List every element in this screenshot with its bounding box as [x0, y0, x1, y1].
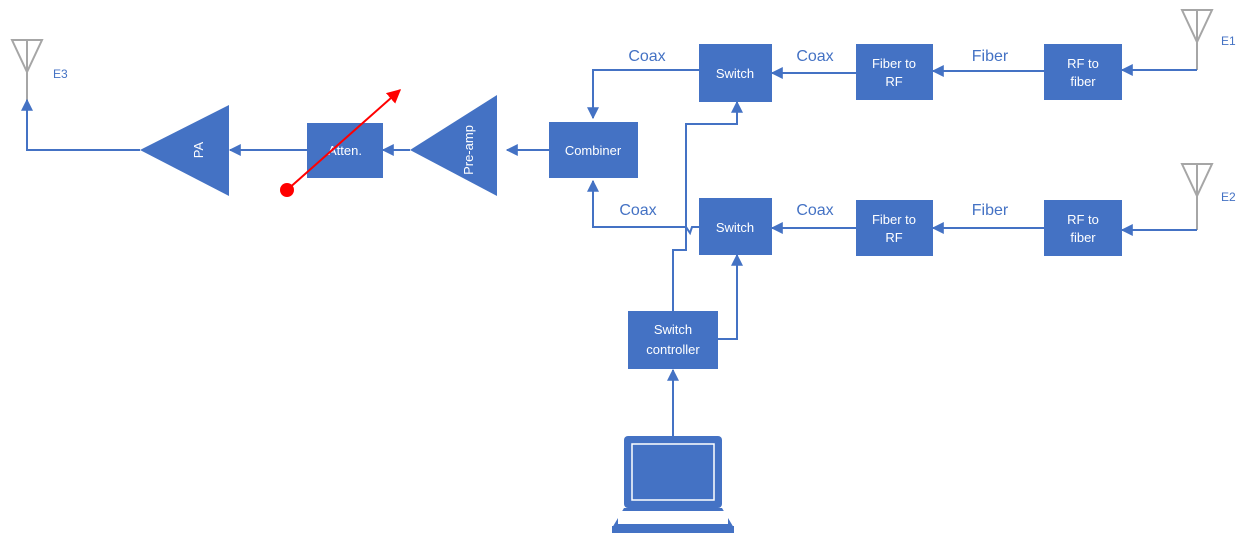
bottom-chain-links: [587, 179, 1197, 236]
pa-block[interactable]: PA: [140, 105, 229, 196]
antenna-e3-icon: [10, 39, 44, 100]
rf-to-fiber-1-block[interactable]: RF to fiber: [1044, 44, 1122, 100]
rf-to-fiber-1-line2: fiber: [1070, 74, 1096, 89]
fiber-top-label: Fiber: [972, 48, 1009, 65]
coax-bottom-left-label: Coax: [619, 202, 656, 219]
coax-bottom-right-label: Coax: [796, 202, 833, 219]
rf-to-fiber-2-line1: RF to: [1067, 212, 1099, 227]
fiber-to-rf-1-line2: RF: [885, 74, 902, 89]
laptop-icon[interactable]: [612, 436, 734, 533]
pre-amp-block[interactable]: Pre-amp: [410, 95, 497, 196]
switch-1-block[interactable]: Switch: [699, 44, 772, 102]
pa-label: PA: [191, 141, 206, 158]
pre-amp-label: Pre-amp: [461, 125, 476, 175]
fiber-to-rf-1-line1: Fiber to: [872, 56, 916, 71]
antenna-e1-label: E1: [1221, 34, 1236, 48]
top-chain-links: [587, 64, 1197, 120]
switch-2-label: Switch: [716, 220, 754, 235]
antenna-e1-icon: [1180, 9, 1214, 70]
attenuator-variable-arrow-icon: [280, 89, 402, 197]
switch-controller-line1: Switch: [654, 322, 692, 337]
fiber-to-rf-1-block[interactable]: Fiber to RF: [856, 44, 933, 100]
control-links: [667, 100, 743, 436]
switch-controller-block[interactable]: Switch controller: [628, 311, 718, 369]
antenna-e2-icon: [1180, 163, 1214, 230]
main-rf-path-links: [21, 98, 549, 156]
fiber-to-rf-2-block[interactable]: Fiber to RF: [856, 200, 933, 256]
switch-1-label: Switch: [716, 66, 754, 81]
rf-to-fiber-2-block[interactable]: RF to fiber: [1044, 200, 1122, 256]
fiber-to-rf-2-line2: RF: [885, 230, 902, 245]
switch-2-block[interactable]: Switch: [699, 198, 772, 255]
rf-to-fiber-2-line2: fiber: [1070, 230, 1096, 245]
combiner-block[interactable]: Combiner: [549, 122, 638, 178]
fiber-bottom-label: Fiber: [972, 202, 1009, 219]
combiner-label: Combiner: [565, 143, 622, 158]
antenna-e3-label: E3: [53, 67, 68, 81]
coax-top-left-label: Coax: [628, 48, 665, 65]
coax-top-right-label: Coax: [796, 48, 833, 65]
antenna-e2-label: E2: [1221, 190, 1236, 204]
fiber-to-rf-2-line1: Fiber to: [872, 212, 916, 227]
rf-to-fiber-1-line1: RF to: [1067, 56, 1099, 71]
attenuator-block[interactable]: Atten.: [307, 123, 383, 178]
switch-controller-line2: controller: [646, 342, 700, 357]
